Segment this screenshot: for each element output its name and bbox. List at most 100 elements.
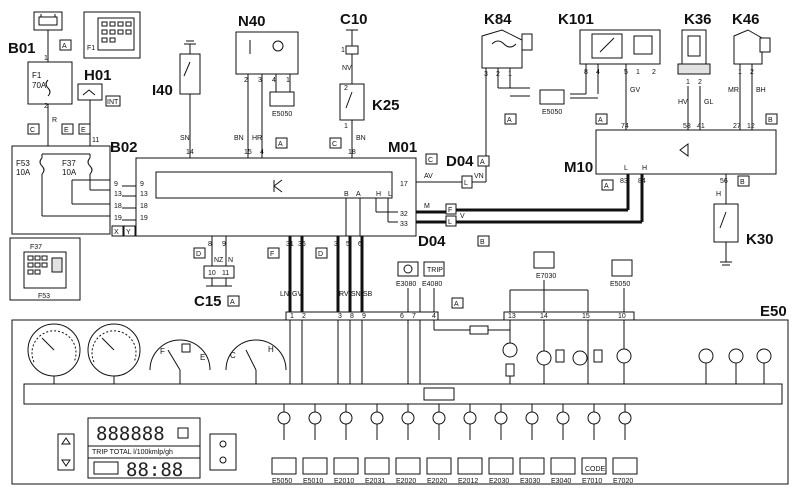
k84-conn-a: A — [507, 117, 512, 124]
b01-pin-2: 2 — [44, 103, 48, 110]
temp-gauge-c: C — [230, 351, 236, 360]
n40-pin-1: 1 — [286, 77, 290, 84]
m01-pin-14: 14 — [186, 149, 194, 156]
k25-pin-1: 1 — [344, 123, 348, 130]
k101-pin-2: 2 — [652, 69, 656, 76]
wire-ln: LN — [280, 291, 289, 298]
e50-pin-13: 13 — [508, 313, 516, 320]
battery-b01 — [33, 11, 63, 31]
e50-pin-9: 9 — [362, 313, 366, 320]
m01-pin-32: 32 — [400, 211, 408, 218]
switch-h01 — [77, 83, 103, 101]
c15-pin-10: 10 — [208, 270, 216, 277]
m01-pin-13: 13 — [140, 191, 148, 198]
b01-conn-e: E — [64, 127, 69, 134]
b02-conn-x: X — [114, 229, 119, 236]
module-m10 — [595, 129, 777, 175]
b02-pin-18: 18 — [114, 203, 122, 210]
fuse-f37-rating: 10A — [62, 168, 77, 177]
wire-n: N — [228, 257, 233, 264]
switch-i40 — [179, 53, 201, 95]
ref-e5050-e50 — [611, 259, 633, 277]
warning-symbol-box — [364, 457, 390, 475]
m01-pin-8: 8 — [208, 241, 212, 248]
e50-pin-4: 4 — [432, 313, 436, 320]
m01-pin-5: 5 — [346, 241, 350, 248]
label-k30: K30 — [746, 231, 774, 248]
wire-bh: BH — [756, 87, 766, 94]
k36-pin-1: 1 — [686, 79, 690, 86]
warning-ref-label: E7010 — [582, 478, 602, 485]
switch-k30 — [713, 203, 739, 243]
label-k101: K101 — [558, 11, 594, 28]
m01-pin-a: A — [356, 191, 361, 198]
m10-pin-12: 12 — [747, 123, 755, 130]
e50-pin-15: 15 — [582, 313, 590, 320]
wire-nv: NV — [342, 65, 352, 72]
d04-pin-l2: L — [448, 219, 452, 226]
warning-ref-label: E3040 — [551, 478, 571, 485]
m01-pin-6: 6 — [358, 241, 362, 248]
m01-pin-4: 4 — [260, 149, 264, 156]
warning-ref-label: E5010 — [303, 478, 323, 485]
c15-pin-11: 11 — [222, 270, 229, 277]
b02-pin-9: 9 — [114, 181, 118, 188]
m01-pin-18b: 18 — [348, 149, 356, 156]
h01-conn-int: INT — [107, 99, 119, 106]
wire-hv: HV — [678, 99, 688, 106]
label-c15: C15 — [194, 293, 222, 310]
temperature-gauge: C H — [225, 339, 287, 371]
h01-conn-e: E — [81, 127, 86, 134]
lcd-clock: 88:88 — [126, 459, 183, 481]
m10-pin-83: 83 — [620, 178, 628, 185]
b01-conn-a: A — [62, 43, 67, 50]
n40-pin-3: 3 — [258, 77, 262, 84]
lcd-set-buttons — [209, 433, 237, 471]
b02-pin-19: 19 — [114, 215, 122, 222]
k36-pin-2: 2 — [698, 79, 702, 86]
label-b02: B02 — [110, 139, 138, 156]
e50-pin-7: 7 — [412, 313, 416, 320]
m10-pin-41: 41 — [697, 123, 705, 130]
warning-symbol-box — [488, 457, 514, 475]
e50-pin-6: 6 — [400, 313, 404, 320]
wire-rv: RV — [339, 291, 349, 298]
fuse-f1: F1 — [32, 71, 42, 80]
ref-e7030 — [533, 251, 555, 269]
label-k84: K84 — [484, 11, 512, 28]
m01-pin-33: 33 — [400, 221, 408, 228]
m01-pin-18: 18 — [140, 203, 148, 210]
warning-symbol-box — [302, 457, 328, 475]
warning-ref-label: E2012 — [458, 478, 478, 485]
h01-pin-11: 11 — [92, 137, 99, 144]
label-m10: M10 — [564, 159, 593, 176]
ref-e4080-label: E4080 — [422, 281, 442, 288]
d04-pin-l: L — [464, 180, 468, 187]
fuse-location-inset: F1 — [83, 11, 141, 59]
n40-pin-2: 2 — [244, 77, 248, 84]
wire-sn: SN — [180, 135, 190, 142]
ref-e5050-n40-label: E5050 — [272, 111, 292, 118]
b02-location-inset: F37 F53 — [9, 237, 81, 301]
fuse-f53-rating: 10A — [16, 168, 31, 177]
k101-pin-1: 1 — [636, 69, 640, 76]
wire-vn: VN — [474, 173, 484, 180]
m10-pin-74: 74 — [621, 123, 629, 130]
wire-sn2: SN — [351, 291, 361, 298]
switch-k25 — [339, 83, 365, 121]
m01-conn-c: C — [428, 157, 433, 164]
temp-gauge-h: H — [268, 345, 274, 354]
wire-m: M — [424, 203, 430, 210]
wire-sb: SB — [363, 291, 373, 298]
m10-conn-a2: A — [604, 183, 609, 190]
wire-gv: GV — [630, 87, 640, 94]
b02-pin-13: 13 — [114, 191, 122, 198]
label-k46: K46 — [732, 11, 760, 28]
inset-fuse-f37: F37 — [30, 244, 42, 251]
warning-ref-label: E2020 — [427, 478, 447, 485]
m01-conn-d: D — [318, 251, 323, 258]
m01-pin-h: H — [376, 191, 381, 198]
e50-pin-1: 1 — [290, 313, 294, 320]
